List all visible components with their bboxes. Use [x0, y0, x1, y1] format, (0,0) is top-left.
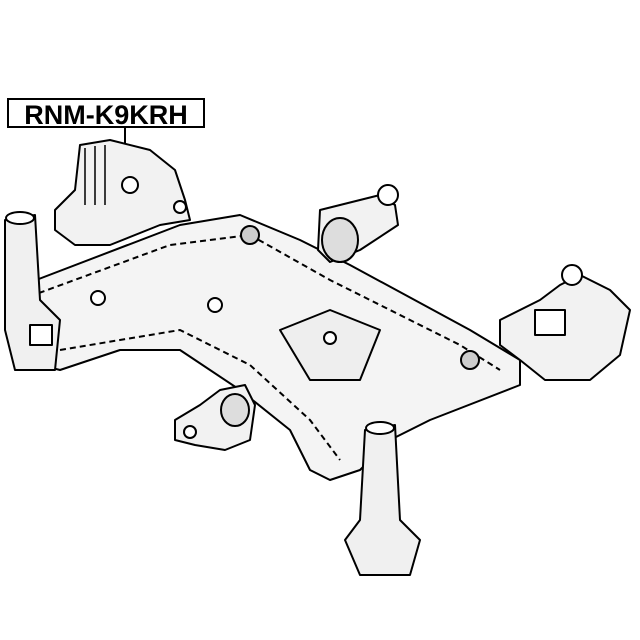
- torque-rod-lower: [174, 384, 256, 451]
- transmission-mount: [499, 264, 631, 381]
- part-number-label: RNM-K9KRH: [7, 98, 205, 130]
- subframe: [4, 211, 521, 576]
- engine-mount-rh: [54, 139, 191, 246]
- torque-rod-upper: [317, 184, 399, 263]
